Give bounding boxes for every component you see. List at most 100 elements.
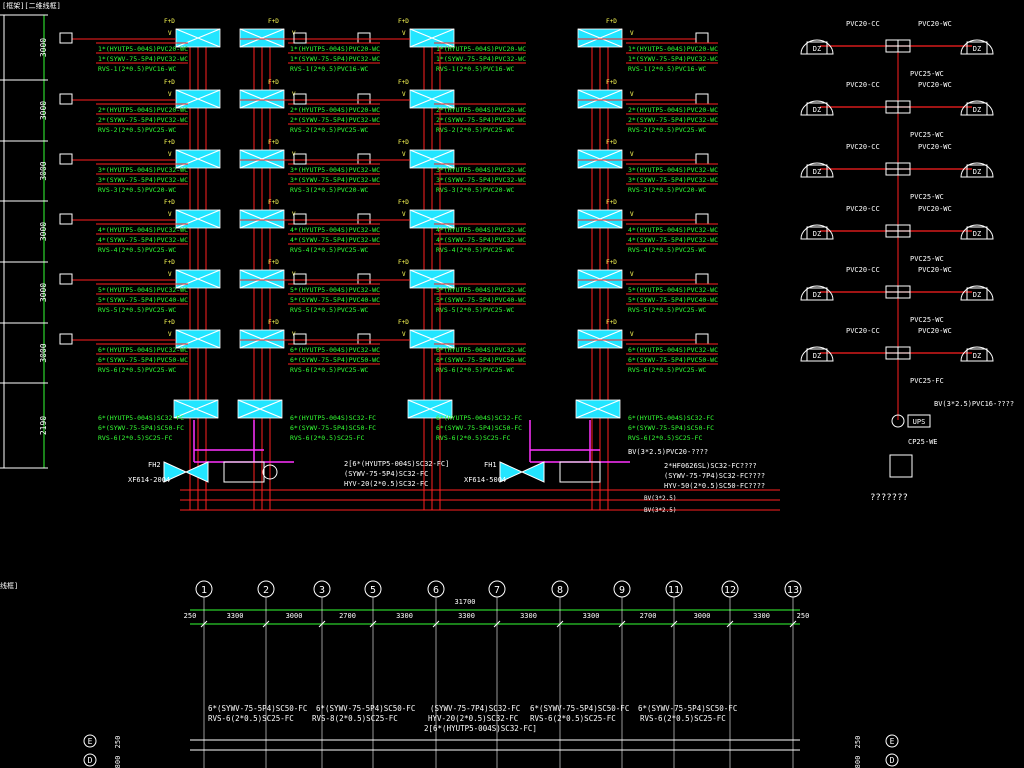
axis-number: 12 <box>724 585 736 596</box>
axis-total: 31700 <box>454 598 475 606</box>
plan-side-dim: 800 <box>854 756 862 768</box>
floor-box-0-3-x2 <box>175 209 221 229</box>
floor-cable-1: 3*(HYUTP5-004S)PVC32-WC <box>290 166 380 174</box>
dz-node-right <box>960 39 994 55</box>
floor-cable-1: 4*(HYUTP5-004S)PVC32-WC <box>290 226 380 234</box>
dz-node-left <box>800 224 834 240</box>
plan-row-letter: D <box>890 756 895 765</box>
floor-cable-3: RVS-2(2*0.5)PVC25-WC <box>290 126 368 134</box>
floor-cable-2: 3*(SYWV-75-5P4)PVC32-WC <box>290 176 380 184</box>
plan-cable-label: HYV-20(2*0.5)SC32-FC <box>428 714 518 723</box>
ups-down-label: CP25-WE <box>908 438 938 446</box>
v-label: V <box>168 91 172 98</box>
floor-cable-3: RVS-5(2*0.5)PVC25-WC <box>628 306 706 314</box>
floor-box-2-0-x2 <box>409 28 455 48</box>
axis-tick <box>556 620 564 628</box>
fd-label: F+D <box>398 139 409 146</box>
floor-cable-3: RVS-3(2*0.5)PVC20-WC <box>290 186 368 194</box>
v-label: V <box>402 91 406 98</box>
plan-cable-label: RVS-6(2*0.5)SC25-FC <box>530 714 616 723</box>
floor-cable-1: 6*(HYUTP5-004S)PVC32-WC <box>290 346 380 354</box>
fd-label: F+D <box>268 79 279 86</box>
outlet-box <box>357 213 371 225</box>
floor-cable-3: RVS-5(2*0.5)PVC25-WC <box>436 306 514 314</box>
outlet-box <box>59 273 73 285</box>
base-cable-2: 6*(SYWV-75-5P4)SC50-FC <box>290 424 376 432</box>
floor-cable-2: 1*(SYWV-75-5P4)PVC32-WC <box>628 55 718 63</box>
fd-label: F+D <box>398 319 409 326</box>
floor-cable-3: RVS-3(2*0.5)PVC20-WC <box>436 186 514 194</box>
floor-cable-2: 3*(SYWV-75-5P4)PVC32-WC <box>436 176 526 184</box>
outlet-box <box>59 153 73 165</box>
floor-cable-2: 2*(SYWV-75-5P4)PVC32-WC <box>98 116 188 124</box>
floor-cable-2: 4*(SYWV-75-5P4)PVC32-WC <box>436 236 526 244</box>
v-label: V <box>168 151 172 158</box>
floor-cable-2: 5*(SYWV-75-5P4)PVC40-WC <box>436 296 526 304</box>
dim-text-left: 3000 <box>39 283 48 302</box>
floor-cable-3: RVS-4(2*0.5)PVC25-WC <box>628 246 706 254</box>
plan-side-dim: 250 <box>114 736 122 749</box>
floor-cable-2: 3*(SYWV-75-5P4)PVC32-WC <box>628 176 718 184</box>
dz-node-left <box>800 162 834 178</box>
floor-cable-1: 5*(HYUTP5-004S)PVC32-WC <box>436 286 526 294</box>
bv-small-b: BV(3*2.5) <box>644 507 677 514</box>
dz-label-left: DZ <box>813 168 821 176</box>
floor-cable-2: 1*(SYWV-75-5P4)PVC32-WC <box>436 55 526 63</box>
dz-label-left: DZ <box>813 291 821 299</box>
system-left-cable: PVC20-CC <box>846 205 880 213</box>
axis-end-left: 250 <box>184 612 197 620</box>
system-right-cable: PVC20-WC <box>918 20 952 28</box>
plan-side-dim: 800 <box>114 756 122 768</box>
dim-text-left: 3000 <box>39 343 48 362</box>
dz-label-left: DZ <box>813 230 821 238</box>
plan-cable-label: 6*(SYWV-75-5P4)SC50-FC <box>638 704 737 713</box>
floor-cable-3: RVS-3(2*0.5)PVC20-WC <box>98 186 176 194</box>
floor-cable-2: 6*(SYWV-75-5P4)PVC50-WC <box>628 356 718 364</box>
floor-box-1-5-x2 <box>239 329 285 349</box>
outlet-box <box>293 93 307 105</box>
floor-cable-3: RVS-5(2*0.5)PVC25-WC <box>290 306 368 314</box>
v-label: V <box>168 331 172 338</box>
system-down-cable: PVC25-WC <box>910 70 944 78</box>
outlet-box <box>695 213 709 225</box>
axis-number: 3 <box>319 585 325 596</box>
axis-span: 3000 <box>694 612 711 620</box>
outlet-box <box>293 153 307 165</box>
dz-tag-left <box>806 102 828 116</box>
axis-number: 9 <box>619 585 625 596</box>
floor-cable-3: RVS-2(2*0.5)PVC25-WC <box>98 126 176 134</box>
base-cable-3: RVS-6(2*0.5)SC25-FC <box>436 434 510 442</box>
v-label: V <box>630 331 634 338</box>
base-box-1-x2 <box>237 399 283 419</box>
dz-tag-right <box>966 287 988 301</box>
floor-cable-3: RVS-1(2*0.5)PVC16-WC <box>628 65 706 73</box>
fd-label: F+D <box>268 259 279 266</box>
base-cable-1: 6*(HYUTP5-004S)SC32-FC <box>436 414 522 422</box>
outlet-box <box>59 93 73 105</box>
floor-box-2-3-x2 <box>409 209 455 229</box>
outlet-box <box>695 153 709 165</box>
dz-tag-right <box>966 226 988 240</box>
floor-cable-1: 3*(HYUTP5-004S)PVC32-WC <box>98 166 188 174</box>
outlet-box <box>695 32 709 44</box>
outlet-box <box>695 333 709 345</box>
base-cable-1: 6*(HYUTP5-004S)SC32-FC <box>290 414 376 422</box>
floor-box-0-2-x2 <box>175 149 221 169</box>
viewport-label-top: [框架][二维线框] <box>2 1 61 10</box>
floor-cable-3: RVS-4(2*0.5)PVC25-WC <box>98 246 176 254</box>
base-cable-2: 6*(SYWV-75-5P4)SC50-FC <box>98 424 184 432</box>
plan-row-bubble <box>885 734 899 748</box>
dz-node-right <box>960 224 994 240</box>
floor-cable-1: 1*(HYUTP5-004S)PVC20-WC <box>436 45 526 53</box>
dim-text-left: 3000 <box>39 101 48 120</box>
outlet-box <box>293 213 307 225</box>
axis-span: 3300 <box>458 612 475 620</box>
v-label: V <box>630 30 634 37</box>
plan-side-dim: 250 <box>854 736 862 749</box>
axis-tick <box>789 620 797 628</box>
dz-tag-right <box>966 102 988 116</box>
outlet-box <box>357 32 371 44</box>
fh-unit-right <box>184 461 209 483</box>
base-cable-2: 6*(SYWV-75-5P4)SC50-FC <box>436 424 522 432</box>
